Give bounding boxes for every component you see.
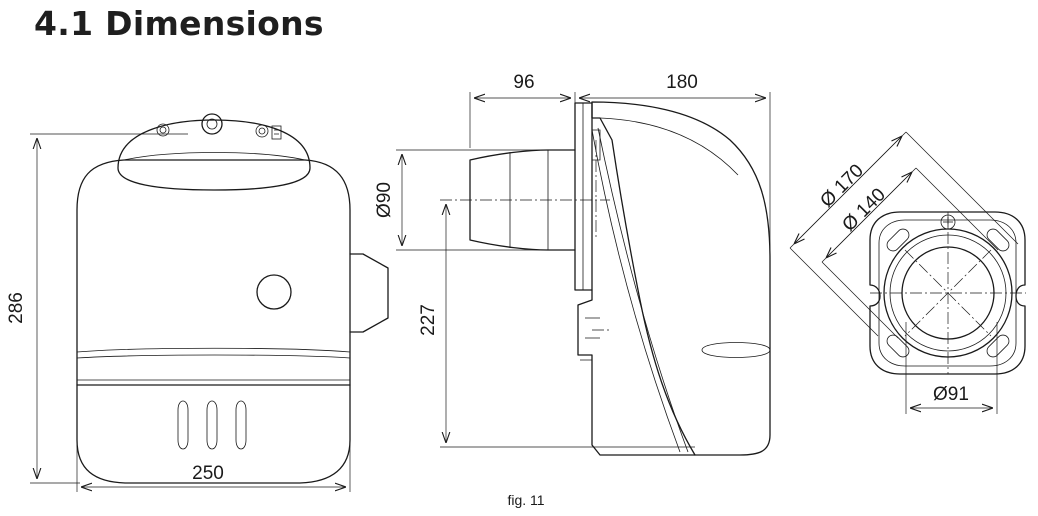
side-lens: [701, 342, 771, 358]
front-upper-ridge: [76, 347, 351, 359]
side-inner-curve-2: [591, 129, 681, 453]
dimension-label-tube-diameter: Ø90: [374, 182, 395, 218]
dimension-line-bolt-diameter: [826, 172, 912, 258]
front-nut-icon: [201, 113, 223, 135]
side-lower-body: [577, 289, 696, 456]
front-reset-button: [256, 274, 292, 310]
front-hood: [117, 119, 311, 191]
flange-top-bolt: [940, 214, 956, 230]
dimension-label-width: 250: [192, 463, 224, 484]
front-body-outline: [76, 159, 351, 484]
front-fitting-right: [255, 124, 269, 138]
section-title: 4.1 Dimensions: [34, 4, 324, 43]
side-inner-curve: [597, 127, 689, 453]
front-connector: [271, 125, 282, 140]
flange-plate-outline: [869, 211, 1026, 375]
front-hood-inner-line: [123, 152, 306, 161]
dimension-label-axis-height: 227: [418, 304, 439, 336]
front-side-connector: [349, 253, 389, 333]
flange-view: Ø 170 Ø 140 Ø91: [789, 131, 1026, 414]
side-body-outline: [591, 101, 771, 456]
dimension-label-height: 286: [6, 292, 27, 324]
figure-caption: fig. 11: [507, 492, 544, 508]
side-flange: [574, 102, 593, 291]
front-vent-slots: [177, 400, 247, 450]
front-fitting-left: [156, 123, 170, 137]
dimension-label-flange-depth: 96: [513, 72, 534, 93]
front-view: 286 250: [6, 113, 389, 492]
side-hood-line: [599, 117, 739, 176]
dimension-label-hole-diameter: Ø91: [933, 384, 969, 405]
side-view: 96 180 Ø90 227: [374, 72, 771, 456]
dimension-label-body-depth: 180: [666, 72, 698, 93]
